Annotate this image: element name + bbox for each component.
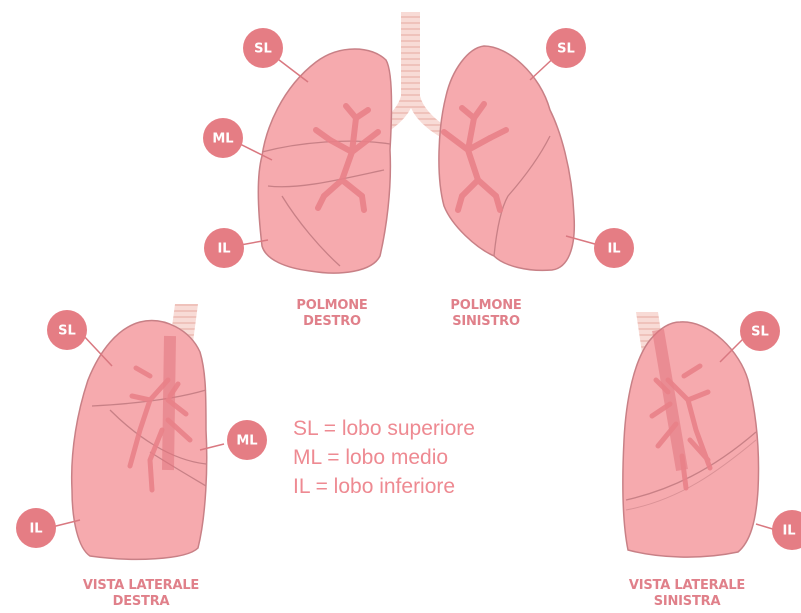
- svg-text:IL: IL: [29, 522, 42, 537]
- svg-text:IL: IL: [782, 524, 795, 539]
- front-view: SL ML IL SL IL: [203, 12, 634, 273]
- svg-text:SL: SL: [557, 42, 575, 57]
- badge-il-front-left: IL: [594, 228, 634, 268]
- badge-il-lateral-left: IL: [772, 510, 801, 550]
- caption-left-lung-front: POLMONE SINISTRO: [426, 298, 546, 330]
- caption-line: VISTA LATERALE: [612, 578, 762, 594]
- legend: SL = lobo superiore ML = lobo medio IL =…: [293, 414, 475, 501]
- svg-text:ML: ML: [236, 434, 257, 449]
- badge-sl-front-right: SL: [243, 28, 283, 68]
- svg-text:IL: IL: [217, 242, 230, 257]
- caption-line: VISTA LATERALE: [66, 578, 216, 594]
- legend-item-sl: SL = lobo superiore: [293, 414, 475, 443]
- legend-item-ml: ML = lobo medio: [293, 443, 475, 472]
- svg-text:SL: SL: [254, 42, 272, 57]
- caption-line: DESTRA: [66, 594, 216, 610]
- svg-text:SL: SL: [58, 324, 76, 339]
- lateral-right-view: SL ML IL: [16, 304, 267, 559]
- left-lung-front: [439, 46, 574, 270]
- caption-right-lung-front: POLMONE DESTRO: [272, 298, 392, 330]
- caption-line: POLMONE: [426, 298, 546, 314]
- svg-text:ML: ML: [212, 132, 233, 147]
- caption-line: SINISTRO: [426, 314, 546, 330]
- badge-sl-lateral-right: SL: [47, 310, 87, 350]
- svg-text:IL: IL: [607, 242, 620, 257]
- caption-line: SINISTRA: [612, 594, 762, 610]
- badge-ml-front-right: ML: [203, 118, 243, 158]
- caption-lateral-right: VISTA LATERALE DESTRA: [66, 578, 216, 610]
- svg-text:SL: SL: [751, 325, 769, 340]
- badge-ml-lateral-right: ML: [227, 420, 267, 460]
- caption-line: POLMONE: [272, 298, 392, 314]
- badge-il-lateral-right: IL: [16, 508, 56, 548]
- badge-sl-front-left: SL: [546, 28, 586, 68]
- caption-line: DESTRO: [272, 314, 392, 330]
- lateral-left-view: SL IL: [623, 311, 801, 557]
- legend-item-il: IL = lobo inferiore: [293, 472, 475, 501]
- caption-lateral-left: VISTA LATERALE SINISTRA: [612, 578, 762, 610]
- right-lung-front: [258, 49, 391, 273]
- badge-il-front-right: IL: [204, 228, 244, 268]
- badge-sl-lateral-left: SL: [740, 311, 780, 351]
